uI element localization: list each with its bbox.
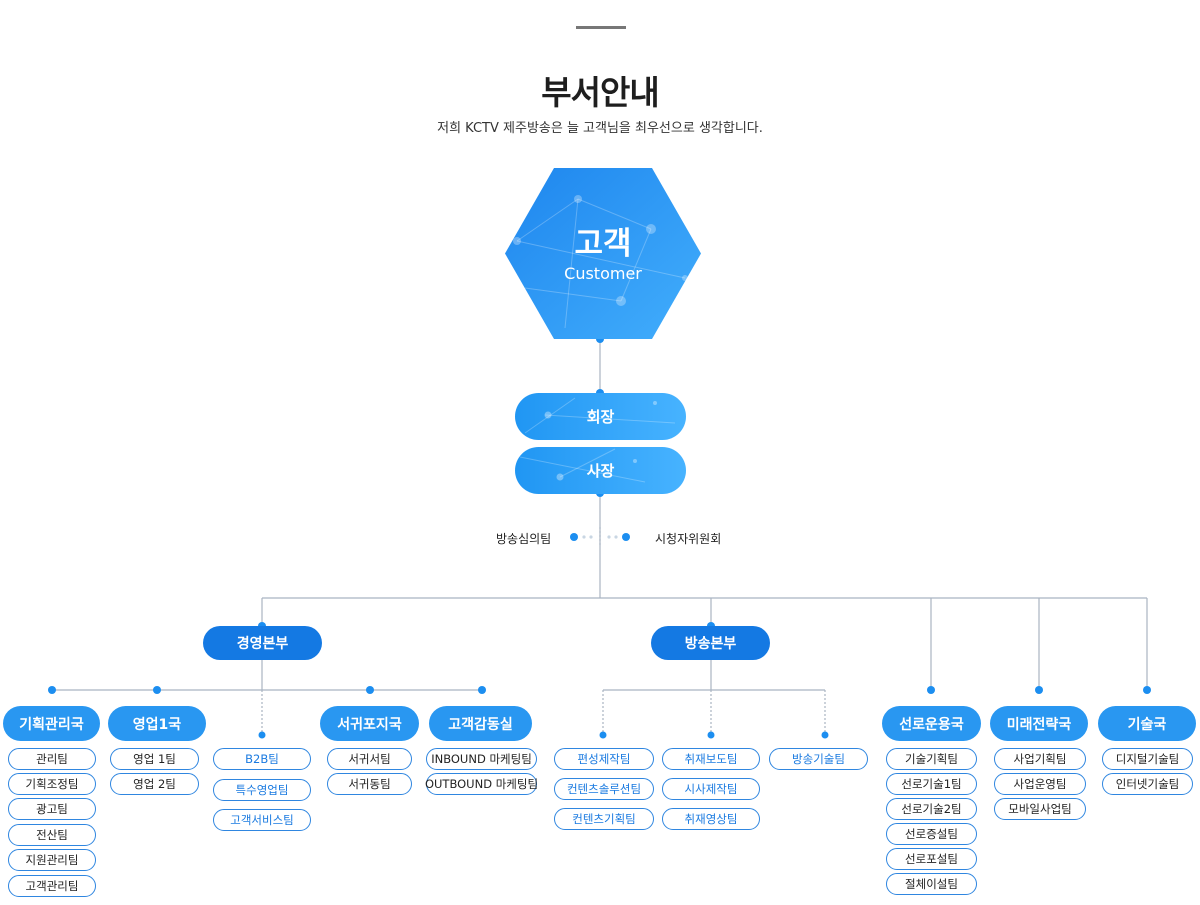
team-item: 선로포설팀 (886, 848, 977, 870)
team-item: 선로기술2팀 (886, 798, 977, 820)
team-item: 취재영상팀 (662, 808, 760, 830)
hq-management: 경영본부 (203, 626, 322, 660)
committee-right: 시청자위원회 (655, 532, 722, 546)
dept-seogwipo: 서귀포지국 (320, 706, 419, 741)
team-item: OUTBOUND 마케팅팀 (425, 773, 538, 795)
team-item: 사업기획팀 (994, 748, 1086, 770)
team-item: 선로증설팀 (886, 823, 977, 845)
team-item: 지원관리팀 (8, 849, 96, 871)
team-item: 디지털기술팀 (1102, 748, 1193, 770)
chairman-label: 회장 (586, 408, 615, 426)
team-item: 영업 2팀 (110, 773, 199, 795)
customer-label: 고객 Customer (505, 225, 701, 285)
dept-tech: 기술국 (1098, 706, 1196, 741)
page-title: 부서안내 (541, 73, 659, 112)
chairman-box: 회장 (515, 393, 686, 440)
hq-broadcasting: 방송본부 (651, 626, 770, 660)
president-label: 사장 (586, 462, 615, 480)
page-subtitle: 저희 KCTV 제주방송은 늘 고객님을 최우선으로 생각합니다. (437, 121, 763, 136)
team-item: 서귀서팀 (327, 748, 412, 770)
team-item: 고객서비스팀 (213, 809, 311, 831)
team-item: 사업운영팀 (994, 773, 1086, 795)
team-item: 방송기술팀 (769, 748, 868, 770)
team-item: 선로기술1팀 (886, 773, 977, 795)
team-item: 고객관리팀 (8, 875, 96, 897)
team-item: 편성제작팀 (554, 748, 654, 770)
dept-customer-impression: 고객감동실 (429, 706, 532, 741)
dept-sales1: 영업1국 (108, 706, 206, 741)
dept-future: 미래전략국 (990, 706, 1088, 741)
team-item: 광고팀 (8, 798, 96, 820)
team-item: 영업 1팀 (110, 748, 199, 770)
customer-label-ko: 고객 (574, 226, 632, 262)
team-item: 컨텐츠솔루션팀 (554, 778, 654, 800)
team-item: INBOUND 마케팅팀 (426, 748, 537, 770)
team-item: 시사제작팀 (662, 778, 760, 800)
team-item: 관리팀 (8, 748, 96, 770)
dept-line-ops: 선로운용국 (882, 706, 981, 741)
committee-left: 방송심의팀 (496, 532, 552, 546)
team-item: 전산팀 (8, 824, 96, 846)
title-accent-bar (576, 26, 626, 29)
team-item: 서귀동팀 (327, 773, 412, 795)
team-item: 취재보도팀 (662, 748, 760, 770)
customer-hexagon (505, 168, 701, 339)
team-item: 기획조정팀 (8, 773, 96, 795)
team-item: 기술기획팀 (886, 748, 977, 770)
team-item: 절체이설팀 (886, 873, 977, 895)
team-item: 인터넷기술팀 (1102, 773, 1193, 795)
team-item: 모바일사업팀 (994, 798, 1086, 820)
customer-label-en: Customer (564, 264, 642, 283)
dept-planning: 기획관리국 (3, 706, 100, 741)
team-item: 특수영업팀 (213, 779, 311, 801)
president-box: 사장 (515, 447, 686, 494)
team-item: 컨텐츠기획팀 (554, 808, 654, 830)
team-item: B2B팀 (213, 748, 311, 770)
